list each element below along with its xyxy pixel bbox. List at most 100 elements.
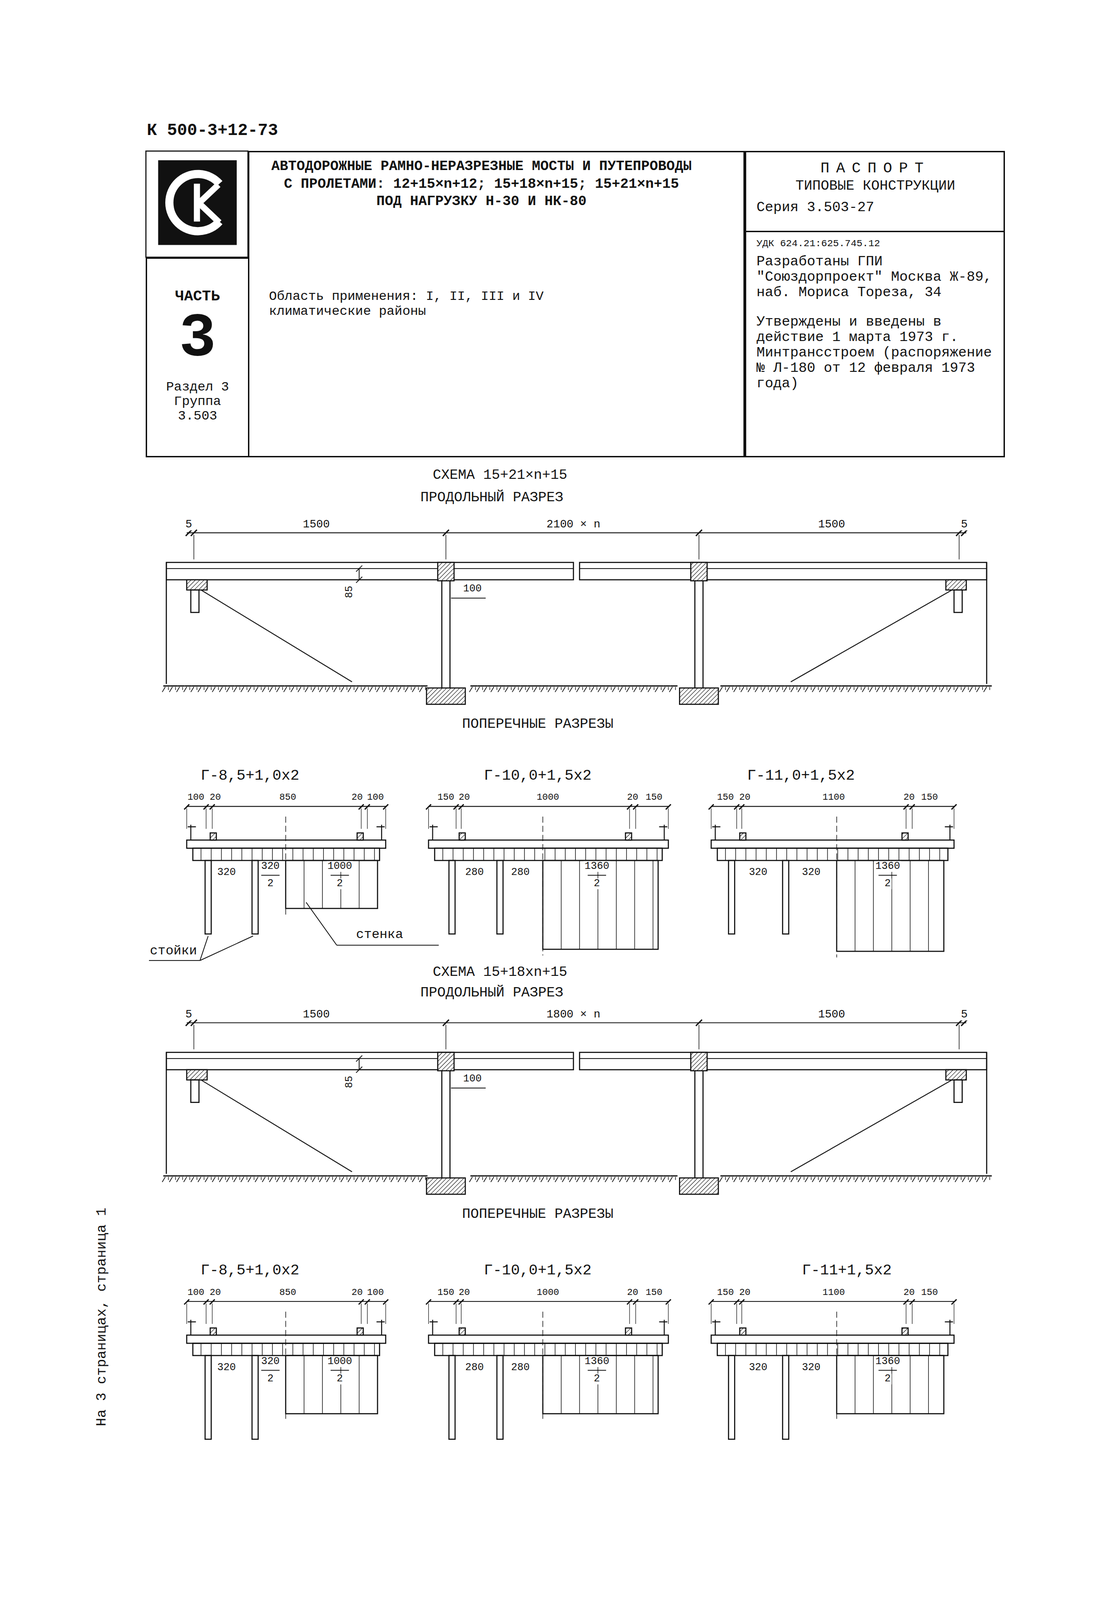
drawing-line bbox=[290, 1176, 295, 1182]
drawing-line bbox=[412, 686, 416, 693]
drawing-line bbox=[806, 1174, 814, 1177]
drawing-line bbox=[376, 1320, 385, 1322]
drawing-line bbox=[292, 848, 293, 861]
drawing-line bbox=[989, 686, 990, 691]
drawing-line bbox=[961, 1176, 966, 1182]
drawing-line bbox=[953, 1302, 955, 1324]
drawing-label: 320 bbox=[260, 1355, 281, 1367]
drawing-label: 100 bbox=[366, 1286, 385, 1297]
drawing-line bbox=[255, 685, 263, 687]
drawing-line bbox=[615, 860, 617, 949]
deck-girder bbox=[166, 562, 574, 580]
drawing-line bbox=[360, 686, 362, 691]
drawing-line bbox=[720, 1174, 728, 1177]
deck-girder bbox=[579, 562, 987, 580]
drawing-line bbox=[883, 1176, 887, 1182]
drawing-line bbox=[646, 686, 648, 691]
drawing-label: 150 bbox=[644, 791, 664, 802]
drawing-line bbox=[827, 1342, 828, 1355]
drawing-line bbox=[584, 1174, 592, 1177]
drawing-line bbox=[385, 1302, 386, 1324]
drawing-label: 850 bbox=[278, 1286, 297, 1297]
drawing-line bbox=[575, 1342, 576, 1355]
drawing-line bbox=[493, 1342, 495, 1355]
drawing-line bbox=[710, 1302, 712, 1324]
drawing-line bbox=[296, 1176, 297, 1180]
drawing-line bbox=[205, 686, 209, 693]
drawing-line bbox=[356, 1174, 364, 1177]
drawing-line bbox=[483, 848, 484, 861]
longitudinal-section bbox=[162, 529, 992, 705]
logo-square bbox=[158, 160, 237, 245]
drawing-line bbox=[855, 1174, 863, 1177]
drawing-line bbox=[726, 1176, 730, 1182]
drawing-line bbox=[533, 686, 538, 693]
drawing-line bbox=[514, 848, 515, 861]
drawing-line bbox=[860, 686, 862, 691]
drawing-line bbox=[826, 1176, 830, 1182]
drawing-line bbox=[163, 1174, 171, 1177]
drawing-line bbox=[356, 1066, 363, 1073]
drawing-line bbox=[334, 1174, 342, 1177]
abutment-pile bbox=[954, 1079, 962, 1103]
drawing-line bbox=[820, 685, 828, 687]
drawing-label: 100 bbox=[366, 791, 385, 802]
drawing-line bbox=[668, 1302, 669, 1324]
drawing-label: 20 bbox=[902, 791, 916, 802]
drawing-line bbox=[554, 848, 556, 861]
drawing-line bbox=[370, 685, 378, 687]
drawing-line bbox=[165, 562, 167, 684]
cross-section bbox=[425, 1299, 671, 1439]
drawing-line bbox=[218, 1176, 219, 1180]
drawing-line bbox=[975, 1176, 976, 1180]
deck-slab bbox=[428, 839, 669, 848]
drawing-line bbox=[554, 1342, 556, 1355]
wall bbox=[285, 860, 378, 909]
drawing-line bbox=[961, 686, 962, 691]
drawing-line bbox=[519, 686, 523, 693]
drawing-line bbox=[184, 1174, 192, 1177]
deck-slab bbox=[186, 1334, 386, 1343]
drawing-line bbox=[170, 1174, 178, 1177]
drawing-label: 2 bbox=[593, 1372, 601, 1384]
girder-band bbox=[192, 1342, 380, 1355]
drawing-label: 2 bbox=[593, 878, 601, 890]
drawing-line bbox=[961, 686, 966, 693]
drawing-line bbox=[269, 1176, 273, 1182]
drawing-line bbox=[289, 686, 290, 691]
drawing-line bbox=[482, 686, 483, 691]
drawing-line bbox=[873, 860, 874, 951]
drawing-line bbox=[327, 1174, 335, 1177]
drawing-line bbox=[848, 686, 852, 693]
drawing-line bbox=[736, 808, 737, 829]
drawing-line bbox=[570, 1174, 578, 1177]
drawing-line bbox=[190, 1176, 195, 1182]
drawing-line bbox=[451, 1087, 486, 1089]
drawing-label: 20 bbox=[902, 1286, 916, 1297]
cross-section bbox=[183, 1299, 389, 1439]
drawing-line bbox=[175, 1176, 176, 1180]
drawing-line bbox=[919, 1176, 923, 1182]
drawing-line bbox=[396, 686, 397, 691]
drawing-line bbox=[694, 1070, 696, 1178]
drawing-line bbox=[908, 1342, 910, 1355]
drawing-line bbox=[746, 1176, 748, 1180]
drawing-line bbox=[702, 580, 704, 688]
drawing-line bbox=[428, 808, 429, 829]
drawing-line bbox=[983, 686, 987, 693]
drawing-line bbox=[749, 685, 757, 687]
drawing-line bbox=[322, 860, 323, 909]
drawing-line bbox=[356, 685, 364, 687]
drawing-line bbox=[297, 1176, 302, 1182]
drawing-line bbox=[370, 1174, 378, 1177]
drawing-line bbox=[919, 686, 923, 693]
drawing-line bbox=[944, 826, 953, 828]
drawing-line bbox=[166, 1057, 574, 1059]
drawing-line bbox=[326, 1176, 330, 1182]
drawing-line bbox=[512, 1176, 516, 1182]
pier-cap bbox=[690, 1052, 708, 1071]
drawing-line bbox=[742, 1174, 750, 1177]
drawing-line bbox=[873, 1355, 874, 1414]
drawing-line bbox=[619, 1176, 623, 1182]
drawing-line bbox=[517, 1176, 519, 1180]
